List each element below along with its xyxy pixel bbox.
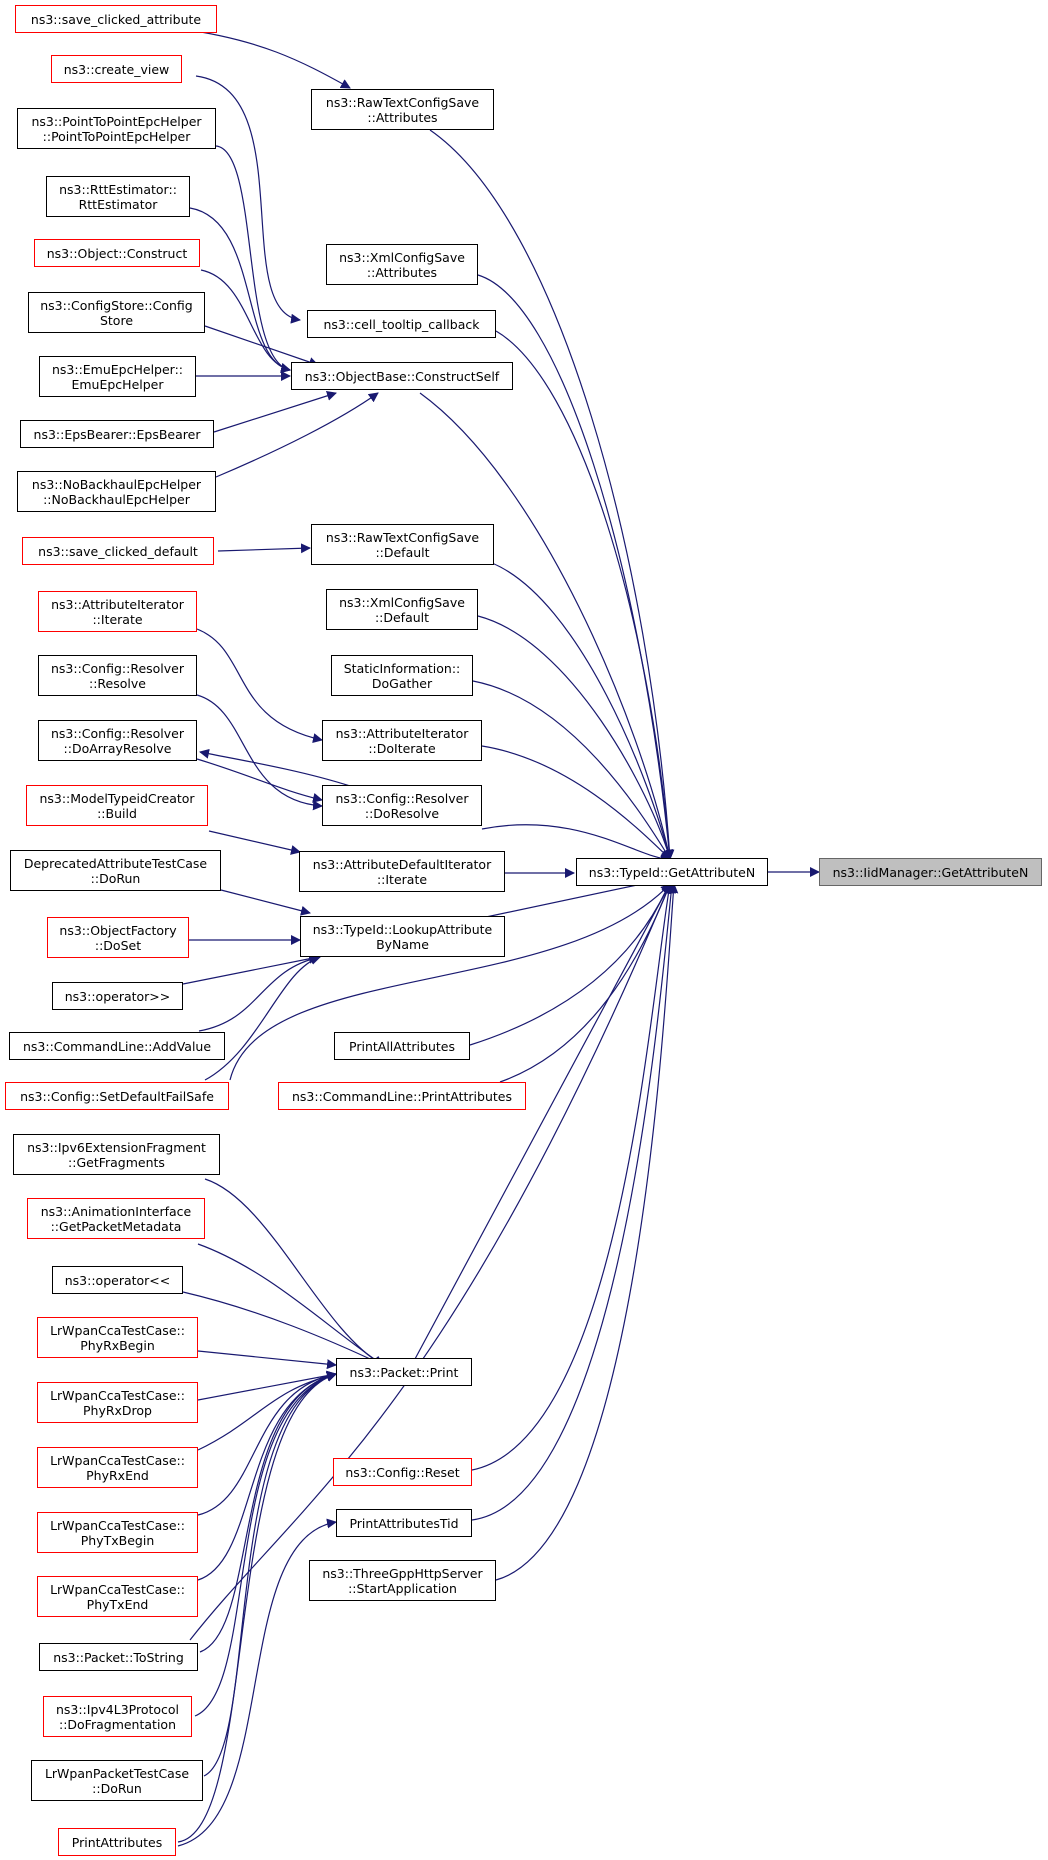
edge xyxy=(477,615,673,860)
node-threegpphttpserver[interactable]: ns3::ThreeGppHttpServer ::StartApplicati… xyxy=(309,1560,496,1601)
node-create-view[interactable]: ns3::create_view xyxy=(51,55,182,83)
node-printallattributes[interactable]: PrintAllAttributes xyxy=(334,1032,470,1060)
edge xyxy=(200,269,291,373)
edge xyxy=(195,75,301,324)
edge xyxy=(204,325,319,367)
edge xyxy=(196,628,323,743)
edge xyxy=(199,1371,337,1653)
node-packet-print[interactable]: ns3::Packet::Print xyxy=(336,1358,472,1386)
node-ipv4l3protocol-dofragmentation[interactable]: ns3::Ipv4L3Protocol ::DoFragmentation xyxy=(43,1696,192,1737)
node-iidmanager-getattributen: ns3::IidManager::GetAttributeN xyxy=(819,858,1042,886)
node-rawtextconfigsave-attributes[interactable]: ns3::RawTextConfigSave ::Attributes xyxy=(311,89,494,130)
edge xyxy=(197,1371,337,1581)
node-resolver-doarrayresolve[interactable]: ns3::Config::Resolver ::DoArrayResolve xyxy=(38,720,197,761)
node-nobackhaul-epchelper[interactable]: ns3::NoBackhaulEpcHelper ::NoBackhaulEpc… xyxy=(17,471,216,512)
edge xyxy=(217,543,311,554)
edge xyxy=(472,680,671,860)
node-attributeiterator-iterate[interactable]: ns3::AttributeIterator ::Iterate xyxy=(38,591,197,632)
edge xyxy=(495,330,675,860)
node-emuepchelper[interactable]: ns3::EmuEpcHelper:: EmuEpcHelper xyxy=(39,356,196,397)
edge xyxy=(189,207,291,374)
node-printattributestid[interactable]: PrintAttributesTid xyxy=(336,1509,472,1537)
node-epsbearer[interactable]: ns3::EpsBearer::EpsBearer xyxy=(20,420,214,448)
node-lrwpanpackettestcase[interactable]: LrWpanPacketTestCase ::DoRun xyxy=(31,1760,203,1801)
edge xyxy=(220,889,311,916)
node-lookupattributebyname[interactable]: ns3::TypeId::LookupAttribute ByName xyxy=(300,916,505,957)
edge xyxy=(182,1291,384,1366)
edge xyxy=(471,883,674,1471)
node-phyrxbegin[interactable]: LrWpanCcaTestCase:: PhyRxBegin xyxy=(37,1317,198,1358)
edge xyxy=(499,883,672,1083)
edge xyxy=(196,758,323,803)
edge xyxy=(196,694,323,811)
edge xyxy=(477,274,675,860)
node-printattributes[interactable]: PrintAttributes xyxy=(58,1828,176,1856)
edge xyxy=(215,145,291,374)
edge xyxy=(204,1178,384,1366)
edge xyxy=(491,562,673,860)
node-ipv6extensionfragment[interactable]: ns3::Ipv6ExtensionFragment ::GetFragment… xyxy=(13,1134,220,1175)
edge xyxy=(419,392,673,860)
edge xyxy=(429,129,675,860)
edge xyxy=(481,745,671,860)
edge xyxy=(407,883,671,1373)
node-modeltypeidcreator-build[interactable]: ns3::ModelTypeidCreator ::Build xyxy=(26,785,208,826)
edge xyxy=(181,28,351,89)
node-xmlconfigsave-attributes[interactable]: ns3::XmlConfigSave ::Attributes xyxy=(326,244,478,285)
edge xyxy=(177,1371,337,1843)
edge xyxy=(197,1350,337,1370)
node-save-clicked-default[interactable]: ns3::save_clicked_default xyxy=(22,537,214,565)
edge xyxy=(481,824,671,865)
edge xyxy=(204,955,321,1081)
node-operator-rshift[interactable]: ns3::operator>> xyxy=(52,982,183,1010)
node-phyrxend[interactable]: LrWpanCcaTestCase:: PhyRxEnd xyxy=(37,1447,198,1488)
node-save-clicked-attribute[interactable]: ns3::save_clicked_attribute xyxy=(15,5,217,33)
edge xyxy=(199,748,351,787)
node-attributeiterator-doiterate[interactable]: ns3::AttributeIterator ::DoIterate xyxy=(322,720,482,761)
node-animationinterface[interactable]: ns3::AnimationInterface ::GetPacketMetad… xyxy=(27,1198,205,1239)
node-object-construct[interactable]: ns3::Object::Construct xyxy=(34,239,200,267)
node-config-setdefaultfailsafe[interactable]: ns3::Config::SetDefaultFailSafe xyxy=(5,1082,229,1110)
node-staticinformation-dogather[interactable]: StaticInformation:: DoGather xyxy=(331,655,473,696)
node-typeid-getattributen[interactable]: ns3::TypeId::GetAttributeN xyxy=(576,858,768,886)
node-phyrxdrop[interactable]: LrWpanCcaTestCase:: PhyRxDrop xyxy=(37,1382,198,1423)
edge xyxy=(229,883,671,1081)
node-commandline-addvalue[interactable]: ns3::CommandLine::AddValue xyxy=(9,1032,225,1060)
node-rttestimator[interactable]: ns3::RttEstimator:: RttEstimator xyxy=(46,176,190,217)
node-cell-tooltip-callback[interactable]: ns3::cell_tooltip_callback xyxy=(307,310,496,338)
node-configstore[interactable]: ns3::ConfigStore::Config Store xyxy=(28,292,205,333)
edge xyxy=(471,883,677,1521)
node-objectbase-constructself[interactable]: ns3::ObjectBase::ConstructSelf xyxy=(291,362,513,390)
edge xyxy=(197,1370,337,1401)
edge xyxy=(197,1370,337,1516)
edge xyxy=(208,830,301,855)
call-edges xyxy=(177,28,820,1847)
edge xyxy=(182,953,319,985)
node-phytxend[interactable]: LrWpanCcaTestCase:: PhyTxEnd xyxy=(37,1576,198,1617)
node-operator-lshift[interactable]: ns3::operator<< xyxy=(52,1266,183,1294)
edge xyxy=(189,883,672,1641)
node-deprecatedattributetestcase[interactable]: DeprecatedAttributeTestCase ::DoRun xyxy=(10,850,221,891)
edge xyxy=(194,1371,337,1717)
node-pointtopoint-epchelper[interactable]: ns3::PointToPointEpcHelper ::PointToPoin… xyxy=(17,108,216,149)
edge xyxy=(215,392,379,478)
node-xmlconfigsave-default[interactable]: ns3::XmlConfigSave ::Default xyxy=(326,589,478,630)
node-phytxbegin[interactable]: LrWpanCcaTestCase:: PhyTxBegin xyxy=(37,1512,198,1553)
node-attributedefaultiterator-iterate[interactable]: ns3::AttributeDefaultIterator ::Iterate xyxy=(299,851,505,892)
edge xyxy=(203,1371,337,1777)
edge xyxy=(198,954,321,1032)
node-rawtextconfigsave-default[interactable]: ns3::RawTextConfigSave ::Default xyxy=(311,524,494,565)
edge xyxy=(213,390,337,433)
edge xyxy=(495,883,679,1581)
edge xyxy=(197,1243,384,1366)
node-objectfactory-doset[interactable]: ns3::ObjectFactory ::DoSet xyxy=(47,917,189,958)
node-resolver-resolve[interactable]: ns3::Config::Resolver ::Resolve xyxy=(38,655,197,696)
node-config-reset[interactable]: ns3::Config::Reset xyxy=(333,1458,472,1486)
node-packet-tostring[interactable]: ns3::Packet::ToString xyxy=(39,1643,198,1671)
edge xyxy=(177,1518,337,1847)
node-commandline-printattributes[interactable]: ns3::CommandLine::PrintAttributes xyxy=(278,1082,526,1110)
node-resolver-doresolve[interactable]: ns3::Config::Resolver ::DoResolve xyxy=(322,785,482,826)
